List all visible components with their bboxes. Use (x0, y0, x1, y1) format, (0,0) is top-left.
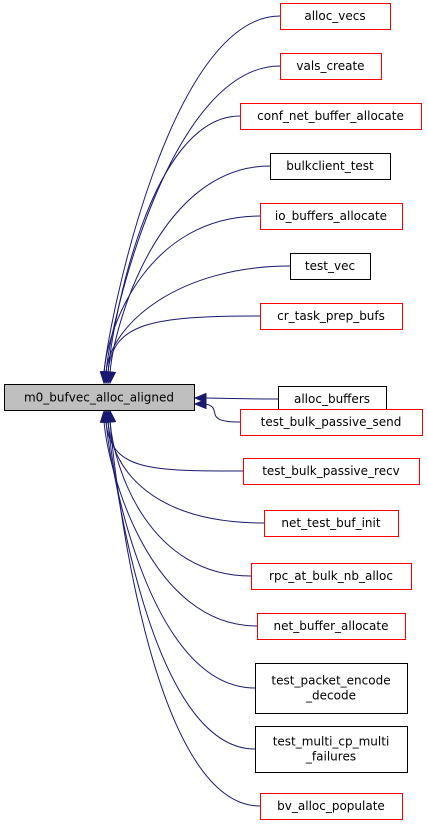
node-test-packet-encode-decode-label-2: _decode (305, 689, 356, 703)
node-box-test-packet-encode-decode[interactable] (255, 663, 408, 714)
node-test-bulk-passive-recv-label: test_bulk_passive_recv (262, 464, 400, 478)
node-alloc-buffers-label: alloc_buffers (294, 392, 370, 406)
node-box-test-bulk-passive-send[interactable] (240, 409, 423, 436)
node-alloc-vecs[interactable]: alloc_vecs (280, 3, 391, 30)
node-alloc-buffers[interactable]: alloc_buffers (278, 386, 387, 413)
node-test-vec-label: test_vec (305, 259, 355, 273)
node-io-buffers-allocate-label: io_buffers_allocate (275, 209, 387, 223)
node-test-multi-cp-multi-failures-label-1: test_multi_cp_multi (273, 735, 390, 749)
node-vals-create[interactable]: vals_create (280, 53, 382, 80)
focus-node-box (4, 384, 195, 411)
node-bulkclient-test-label: bulkclient_test (286, 159, 374, 173)
node-io-buffers-allocate[interactable]: io_buffers_allocate (260, 203, 403, 230)
edge-conf-net-buffer-allocate (107, 115, 241, 374)
node-net-test-buf-init[interactable]: net_test_buf_init (264, 510, 399, 537)
edge-bv-alloc-populate (109, 420, 261, 807)
edge-io-buffers-allocate (103, 215, 261, 374)
node-box-net-test-buf-init[interactable] (264, 510, 399, 537)
node-test-packet-encode-decode[interactable]: test_packet_encode_decode (255, 663, 408, 714)
node-box-cr-task-prep-bufs[interactable] (260, 303, 403, 330)
edge-rpc-at-bulk-nb-alloc (109, 420, 252, 577)
node-rpc-at-bulk-nb-alloc[interactable]: rpc_at_bulk_nb_alloc (251, 563, 412, 590)
node-box-vals-create[interactable] (280, 53, 382, 80)
node-bv-alloc-populate[interactable]: bv_alloc_populate (260, 793, 403, 820)
node-cr-task-prep-bufs[interactable]: cr_task_prep_bufs (260, 303, 403, 330)
edges (99, 15, 291, 807)
arrowhead-test-bulk-passive-send (193, 398, 207, 410)
node-vals-create-label: vals_create (296, 59, 364, 73)
edge-test-bulk-passive-recv (105, 420, 244, 472)
edge-vals-create (105, 65, 281, 374)
node-test-bulk-passive-send-label: test_bulk_passive_send (261, 415, 402, 429)
node-box-test-bulk-passive-recv[interactable] (243, 458, 420, 485)
node-alloc-vecs-label: alloc_vecs (304, 9, 365, 23)
node-box-alloc-vecs[interactable] (280, 3, 391, 30)
node-conf-net-buffer-allocate-label: conf_net_buffer_allocate (257, 109, 404, 123)
node-box-test-vec[interactable] (290, 253, 371, 280)
edge-net-buffer-allocate (103, 420, 258, 627)
focus-node-label: m0_bufvec_alloc_aligned (24, 391, 174, 405)
node-test-bulk-passive-send[interactable]: test_bulk_passive_send (240, 409, 423, 436)
edge-test-multi-cp-multi-failures (107, 420, 256, 750)
node-test-vec[interactable]: test_vec (290, 253, 371, 280)
node-box-rpc-at-bulk-nb-alloc[interactable] (251, 563, 412, 590)
edge-alloc-buffers (204, 397, 279, 400)
arrowhead-bv-alloc-populate (105, 409, 117, 423)
node-test-multi-cp-multi-failures-label-2: _failures (305, 750, 356, 764)
focus-node: m0_bufvec_alloc_aligned (4, 384, 195, 411)
arrowhead-cr-task-prep-bufs (103, 371, 115, 385)
node-box-io-buffers-allocate[interactable] (260, 203, 403, 230)
edge-test-packet-encode-decode (105, 420, 256, 689)
node-test-multi-cp-multi-failures[interactable]: test_multi_cp_multi_failures (255, 726, 408, 773)
node-conf-net-buffer-allocate[interactable]: conf_net_buffer_allocate (240, 103, 422, 130)
node-box-net-buffer-allocate[interactable] (257, 613, 406, 640)
edge-net-test-buf-init (107, 420, 265, 524)
node-bv-alloc-populate-label: bv_alloc_populate (277, 799, 385, 813)
node-cr-task-prep-bufs-label: cr_task_prep_bufs (277, 309, 385, 323)
edge-cr-task-prep-bufs (107, 315, 261, 374)
node-net-buffer-allocate-label: net_buffer_allocate (274, 619, 389, 633)
node-rpc-at-bulk-nb-alloc-label: rpc_at_bulk_nb_alloc (269, 569, 393, 583)
node-box-test-multi-cp-multi-failures[interactable] (255, 726, 408, 773)
node-bulkclient-test[interactable]: bulkclient_test (270, 153, 391, 180)
edge-alloc-vecs (103, 15, 281, 374)
edge-test-vec (105, 265, 291, 374)
node-box-bulkclient-test[interactable] (270, 153, 391, 180)
edge-test-bulk-passive-send (204, 403, 241, 423)
node-box-bv-alloc-populate[interactable] (260, 793, 403, 820)
node-test-bulk-passive-recv[interactable]: test_bulk_passive_recv (243, 458, 420, 485)
node-box-conf-net-buffer-allocate[interactable] (240, 103, 422, 130)
edge-bulkclient-test (109, 165, 271, 374)
node-net-test-buf-init-label: net_test_buf_init (281, 516, 380, 530)
nodes: alloc_vecs vals_create conf_net_buffer_all… (4, 3, 423, 820)
node-box-alloc-buffers[interactable] (278, 386, 387, 413)
node-net-buffer-allocate[interactable]: net_buffer_allocate (257, 613, 406, 640)
node-test-packet-encode-decode-label-1: test_packet_encode (271, 674, 390, 688)
